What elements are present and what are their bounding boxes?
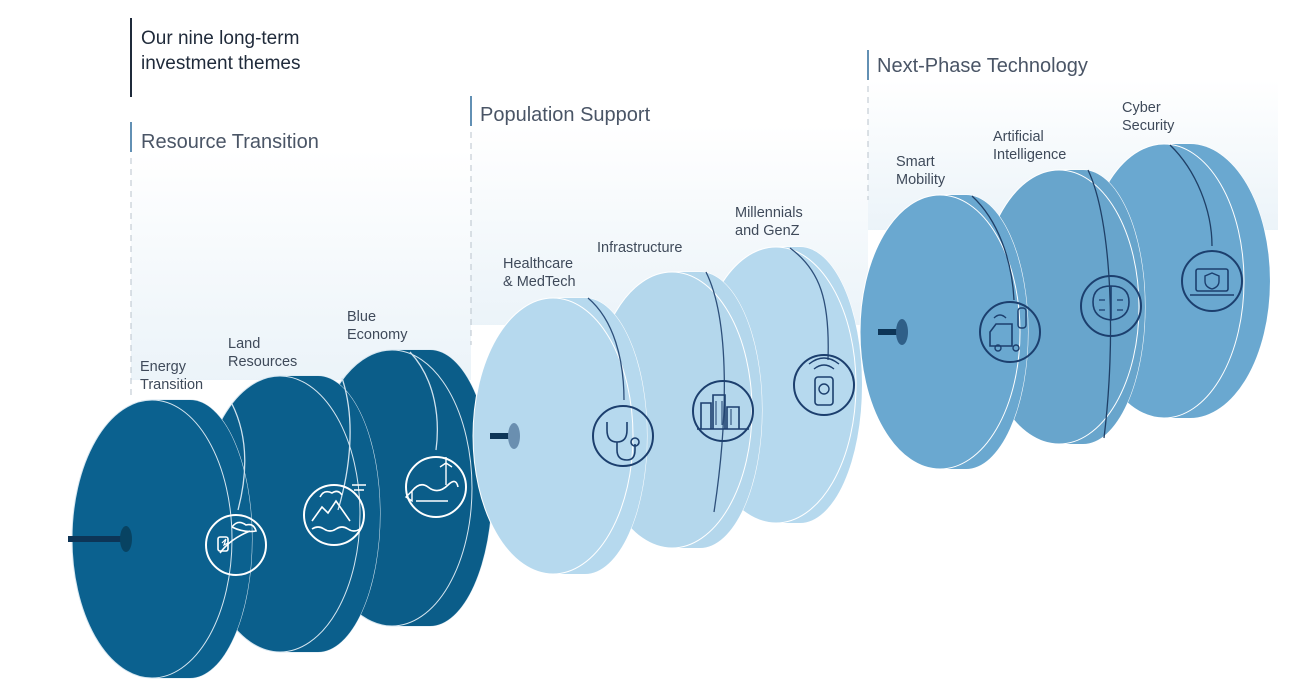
seam-energy	[231, 403, 246, 511]
theme-label-blue-line2: Economy	[347, 327, 408, 343]
seam-healthcare	[587, 297, 625, 401]
seam-infrastructure	[705, 271, 725, 513]
theme-label-cyber-line2: Security	[1122, 118, 1175, 134]
theme-label-land-line1: Land	[228, 336, 260, 352]
blue-economy-icon	[404, 456, 467, 518]
theme-label-cyber-line1: Cyber	[1122, 100, 1161, 116]
seam-smart	[971, 195, 1015, 301]
healthcare-icon	[592, 405, 654, 467]
seam-land	[337, 377, 351, 511]
theme-label-ai-line1: Artificial	[993, 129, 1044, 145]
theme-label-blue-line1: Blue	[347, 309, 376, 325]
seam-cyber	[1169, 144, 1213, 247]
group-heading-resource-transition: Resource Transition	[141, 131, 319, 153]
hub-energy	[120, 526, 132, 552]
cylinder-smart-mobility-face	[859, 194, 1021, 470]
theme-label-ai-line2: Intelligence	[993, 147, 1066, 163]
theme-label-millennials-line1: Millennials	[735, 205, 803, 221]
smart-mobility-icon	[979, 301, 1041, 363]
theme-label-smart-line1: Smart	[896, 154, 935, 170]
ai-brain-icon	[1080, 275, 1142, 337]
background-band-resource	[131, 150, 471, 380]
energy-transition-icon	[205, 514, 267, 576]
cylinder-smart-mobility	[859, 194, 1029, 470]
cyber-security-icon	[1181, 250, 1243, 312]
cylinder-healthcare-medtech-face	[472, 297, 634, 575]
theme-label-land-line2: Resources	[228, 354, 297, 370]
hub-healthcare	[508, 423, 520, 449]
group-heading-population-support: Population Support	[480, 104, 651, 126]
intro-title-line1: Our nine long-term	[141, 28, 299, 49]
theme-label-millennials-line2: and GenZ	[735, 223, 800, 239]
group-heading-next-phase-technology: Next-Phase Technology	[877, 55, 1088, 77]
hub-smart	[896, 319, 908, 345]
theme-label-smart-line2: Mobility	[896, 172, 946, 188]
land-resources-icon	[303, 484, 366, 546]
theme-label-infrastructure: Infrastructure	[597, 240, 682, 256]
theme-label-energy-line2: Transition	[140, 377, 203, 393]
seam-millennials	[789, 247, 829, 361]
seam-blue	[409, 351, 438, 451]
theme-label-energy-line1: Energy	[140, 359, 187, 375]
cylinder-healthcare-medtech	[472, 297, 648, 575]
cylinder-artificial-intelligence	[978, 169, 1146, 445]
intro-title-line2: investment themes	[141, 53, 300, 74]
theme-cylinders	[68, 143, 1271, 679]
smartphone-icon	[793, 354, 855, 416]
cylinder-energy-transition	[71, 399, 253, 679]
theme-label-healthcare-line2: & MedTech	[503, 274, 576, 290]
infrastructure-icon	[692, 380, 754, 442]
theme-label-healthcare-line1: Healthcare	[503, 256, 573, 272]
